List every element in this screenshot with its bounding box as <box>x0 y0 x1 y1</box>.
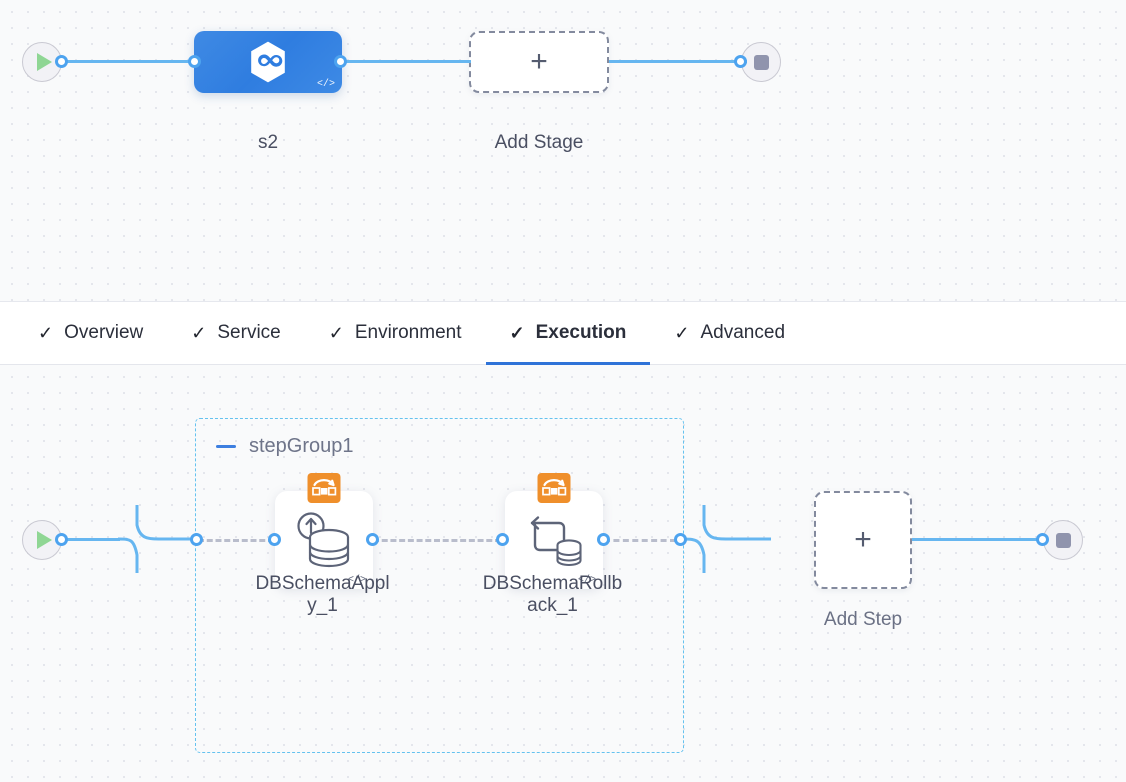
add-stage-label: Add Stage <box>494 132 584 153</box>
group-exit-port[interactable] <box>674 533 687 546</box>
step1-output-port[interactable] <box>366 533 379 546</box>
collapse-minus-icon[interactable] <box>216 445 236 448</box>
play-icon <box>36 53 52 71</box>
stage-label: s2 <box>257 132 279 153</box>
tab-service[interactable]: ✓ Service <box>167 302 304 364</box>
check-icon: ✓ <box>328 323 344 343</box>
step-card[interactable]: </> <box>275 473 373 589</box>
tab-advanced[interactable]: ✓ Advanced <box>650 302 809 364</box>
liquibase-db-rollback-icon <box>530 516 582 567</box>
liquibase-badge-icon <box>307 473 341 503</box>
execution-start-output-port[interactable] <box>55 533 68 546</box>
stop-icon <box>753 54 769 70</box>
add-stage-node[interactable]: + <box>469 31 609 93</box>
plus-icon: + <box>530 45 548 78</box>
tab-environment[interactable]: ✓ Environment <box>305 302 486 364</box>
wire-step1-to-step2 <box>373 539 501 542</box>
step-group-label: stepGroup1 <box>249 435 354 457</box>
check-icon: ✓ <box>38 323 54 343</box>
start-output-port[interactable] <box>55 55 68 68</box>
add-step-button[interactable]: + <box>814 491 912 589</box>
step-card[interactable]: </> <box>505 473 603 589</box>
tab-label: Environment <box>354 322 462 343</box>
step1-input-port[interactable] <box>268 533 281 546</box>
add-stage-button[interactable]: + <box>469 31 609 93</box>
tab-execution[interactable]: ✓ Execution <box>485 302 651 365</box>
pipeline-end-node[interactable] <box>741 42 781 82</box>
wire-add-stage-to-end <box>609 60 747 63</box>
check-icon: ✓ <box>674 323 690 343</box>
group-exit-connector <box>681 505 771 573</box>
execution-end-node[interactable] <box>1043 520 1083 560</box>
step-node-DBSchemaRollback_1[interactable]: </> <box>505 473 603 589</box>
stage-output-port[interactable] <box>334 55 347 68</box>
stage-canvas[interactable]: </> s2 + Add Stage <box>0 0 1126 301</box>
check-icon: ✓ <box>191 323 207 343</box>
execution-canvas[interactable]: stepGroup1 <box>0 365 1126 782</box>
end-circle[interactable] <box>741 42 781 82</box>
tab-label: Service <box>217 322 281 343</box>
code-icon[interactable]: </> <box>316 79 335 90</box>
step-group-stepGroup1[interactable]: stepGroup1 <box>195 418 684 753</box>
step2-output-port[interactable] <box>597 533 610 546</box>
add-step-node[interactable]: + <box>814 491 912 589</box>
harness-hexagon-icon <box>251 41 285 83</box>
step-node-DBSchemaApply_1[interactable]: </> <box>275 473 373 589</box>
wire-group-entry-to-step1 <box>198 539 274 542</box>
code-icon[interactable]: </> <box>347 575 366 586</box>
stop-icon <box>1055 532 1071 548</box>
stage-box[interactable]: </> <box>194 31 342 93</box>
stage-input-port[interactable] <box>188 55 201 68</box>
tab-overview[interactable]: ✓ Overview <box>14 302 167 364</box>
play-icon <box>36 531 52 549</box>
liquibase-db-apply-icon <box>297 512 350 568</box>
wire-add-step-to-end <box>912 538 1046 541</box>
tab-label: Advanced <box>700 322 786 343</box>
add-step-label: Add Step <box>823 609 903 630</box>
end-circle[interactable] <box>1043 520 1083 560</box>
end-input-port[interactable] <box>734 55 747 68</box>
stage-node-s2[interactable]: </> <box>194 31 342 93</box>
step-label: DBSchemaAppl y_1 <box>255 573 390 617</box>
step-group-header[interactable]: stepGroup1 <box>216 435 354 458</box>
tab-label: Overview <box>64 322 144 343</box>
code-icon[interactable]: </> <box>577 575 596 586</box>
stage-config-tabs[interactable]: ✓ Overview ✓ Service ✓ Environment ✓ Exe… <box>0 301 1126 365</box>
check-icon: ✓ <box>509 323 525 343</box>
wire-start-segment <box>62 538 120 541</box>
wire-start-to-stage <box>62 60 198 63</box>
liquibase-badge-icon <box>537 473 571 503</box>
step-label: DBSchemaRollb ack_1 <box>482 573 623 617</box>
plus-icon: + <box>854 523 872 556</box>
group-entry-port[interactable] <box>190 533 203 546</box>
execution-end-input-port[interactable] <box>1036 533 1049 546</box>
wire-stage-to-add-stage <box>341 60 471 63</box>
group-entry-connector <box>118 505 202 573</box>
tab-label: Execution <box>535 322 627 343</box>
wire-step2-to-group-exit <box>604 539 676 542</box>
step2-input-port[interactable] <box>496 533 509 546</box>
